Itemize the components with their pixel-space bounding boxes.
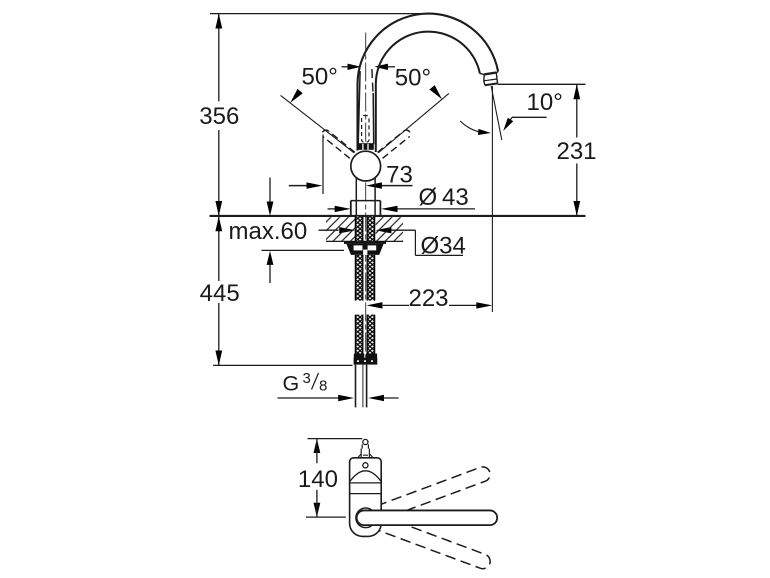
svg-text:356: 356 [199, 103, 239, 130]
svg-text:8: 8 [319, 377, 327, 394]
svg-text:73: 73 [386, 161, 413, 188]
svg-text:50°: 50° [395, 65, 431, 92]
svg-text:223: 223 [408, 285, 448, 312]
svg-text:445: 445 [200, 280, 240, 307]
svg-text:Ø34: Ø34 [421, 233, 466, 260]
svg-text:50°: 50° [302, 64, 338, 91]
svg-text:10°: 10° [527, 89, 563, 116]
svg-text:G: G [283, 371, 300, 395]
svg-text:Ø 43: Ø 43 [419, 184, 469, 211]
svg-text:231: 231 [556, 138, 596, 165]
svg-text:3: 3 [303, 370, 311, 387]
svg-text:max.60: max.60 [229, 218, 308, 245]
svg-text:140: 140 [298, 466, 338, 493]
